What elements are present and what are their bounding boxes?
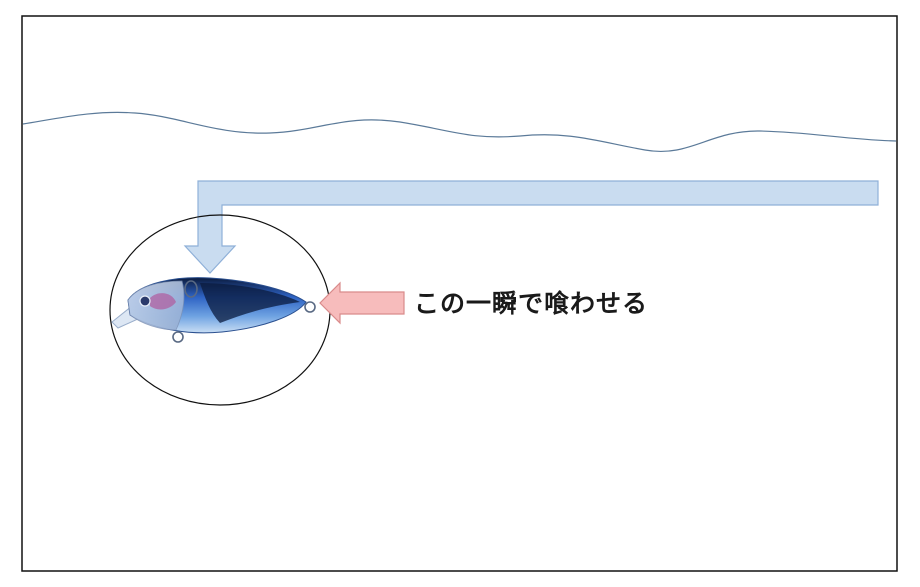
lure-eye-icon <box>139 295 151 307</box>
annotation-caption: この一瞬で喰わせる <box>414 289 649 318</box>
fishing-lure-icon <box>111 277 316 343</box>
lure-top-ring <box>184 280 198 298</box>
water-surface-line <box>22 111 897 152</box>
lure-inner-accent <box>150 293 176 310</box>
focus-arrow <box>319 281 405 325</box>
lure-back-stripe <box>200 283 300 323</box>
lure-belly-ring <box>172 331 184 343</box>
retrieve-path-arrow <box>183 180 879 274</box>
lure-tail-ring <box>304 301 316 313</box>
